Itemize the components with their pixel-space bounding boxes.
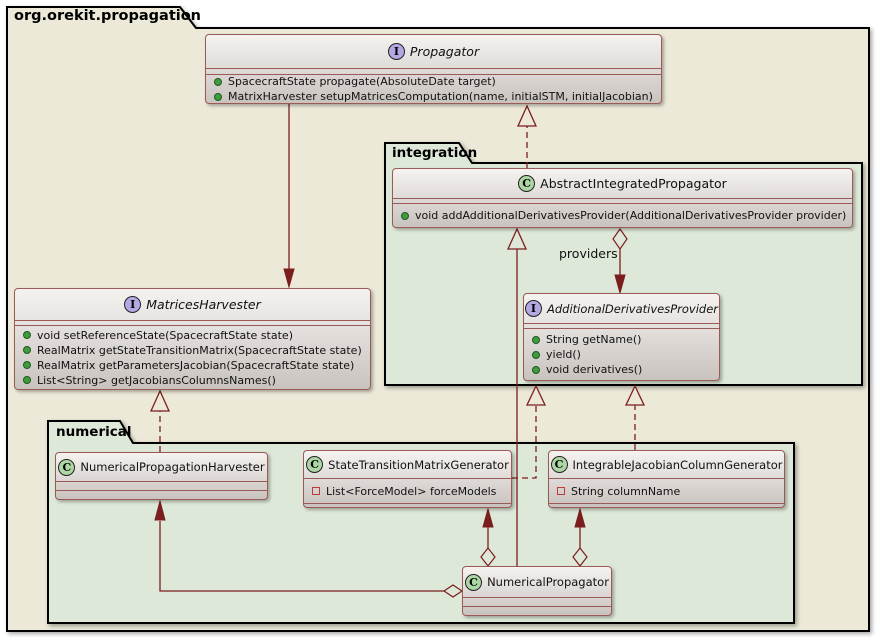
method-text: void addAdditionalDerivativesProvider(Ad… (415, 209, 847, 222)
class-abstract-integrated-propagator: C AbstractIntegratedPropagator void addA… (392, 168, 853, 228)
public-method-icon (532, 350, 540, 359)
class-icon: C (306, 456, 324, 473)
realization-aip-propagator-triangle (516, 104, 538, 127)
methods-compartment-empty (304, 504, 511, 507)
class-icon: C (58, 458, 76, 476)
methods-compartment-empty (56, 491, 267, 499)
aggregation-np-nph-arrow (154, 499, 166, 521)
method-row: yield() (532, 347, 711, 362)
fields-compartment-empty (56, 482, 267, 490)
class-name-numerical-propagation-harvester: NumericalPropagationHarvester (80, 460, 265, 474)
class-integrable-jacobian-column-generator: C IntegrableJacobianColumnGenerator Stri… (548, 450, 785, 508)
package-label-numerical: numerical (56, 424, 132, 440)
method-row: RealMatrix getParametersJacobian(Spacecr… (23, 358, 362, 373)
method-text: RealMatrix getParametersJacobian(Spacecr… (37, 358, 355, 372)
method-text: SpacecraftState propagate(AbsoluteDate t… (228, 75, 496, 88)
public-method-icon (214, 92, 222, 101)
method-row: void derivatives() (532, 362, 711, 377)
method-text: MatrixHarvester setupMatricesComputation… (228, 90, 653, 103)
compartment-divider (549, 503, 784, 504)
class-state-transition-matrix-generator: C StateTransitionMatrixGenerator List<Fo… (303, 450, 512, 508)
class-name-numerical-propagator: NumericalPropagator (487, 575, 609, 589)
realization-stmg-adp-line (512, 405, 537, 479)
realization-stmg-adp-triangle (525, 384, 547, 406)
public-method-icon (23, 361, 31, 369)
class-additional-derivatives-provider: I AdditionalDerivativesProvider String g… (523, 293, 720, 381)
extends-numericalpropagator-aip-triangle (506, 227, 528, 250)
interface-icon: I (124, 296, 142, 313)
field-row: List<ForceModel> forceModels (312, 484, 503, 499)
class-name-matrices-harvester: MatricesHarvester (146, 297, 261, 312)
realization-ijcg-adp-triangle (624, 384, 646, 406)
compartment-divider (206, 74, 661, 75)
class-icon: C (550, 456, 568, 473)
package-label-root: org.orekit.propagation (14, 8, 202, 24)
class-name-state-transition-matrix-generator: StateTransitionMatrixGenerator (328, 457, 509, 472)
method-text: yield() (546, 348, 581, 361)
class-name-integrable-jacobian-column-generator: IntegrableJacobianColumnGenerator (572, 457, 783, 472)
compartment-divider (463, 606, 611, 607)
class-name-additional-derivatives-provider: AdditionalDerivativesProvider (546, 301, 719, 316)
aggregation-aip-adp-arrow (614, 274, 626, 295)
public-method-icon (532, 335, 540, 344)
class-name-propagator: Propagator (409, 44, 480, 59)
compartment-divider (56, 481, 267, 482)
compartment-divider (549, 478, 784, 479)
class-matrices-harvester: I MatricesHarvester void setReferenceSta… (14, 288, 371, 390)
method-row: List<String> getJacobiansColumnsNames() (23, 373, 362, 388)
field-text: List<ForceModel> forceModels (326, 484, 497, 498)
methods-compartment-empty (549, 504, 784, 507)
realization-nph-matricesharvester-triangle (149, 389, 171, 412)
interface-icon: I (387, 43, 405, 60)
public-method-icon (214, 77, 222, 86)
public-method-icon (401, 211, 409, 220)
interface-icon: I (524, 300, 542, 317)
public-method-icon (23, 346, 31, 354)
association-propagator-matricesharvester-arrow (283, 268, 295, 289)
method-row: void setReferenceState(SpacecraftState s… (23, 328, 362, 343)
class-numerical-propagator: C NumericalPropagator (462, 566, 612, 616)
class-propagator: I Propagator SpacecraftState propagate(A… (205, 34, 662, 104)
class-icon: C (465, 573, 483, 591)
edge-label-providers: providers (559, 246, 618, 261)
class-numerical-propagation-harvester: C NumericalPropagationHarvester (55, 452, 268, 500)
method-row: void addAdditionalDerivativesProvider(Ad… (401, 208, 847, 223)
public-method-icon (532, 365, 540, 374)
compartment-divider (393, 203, 852, 204)
compartment-divider (56, 490, 267, 491)
fields-compartment-empty (463, 598, 611, 606)
compartment-divider (524, 328, 719, 329)
package-label-integration: integration (392, 145, 478, 161)
field-row: String columnName (557, 484, 776, 499)
method-text: String getName() (546, 333, 642, 346)
public-method-icon (23, 331, 31, 339)
aggregation-np-ijcg-arrow (574, 507, 586, 528)
method-row: SpacecraftState propagate(AbsoluteDate t… (214, 75, 653, 89)
method-text: void setReferenceState(SpacecraftState s… (37, 328, 293, 342)
methods-compartment-empty (463, 607, 611, 615)
method-text: RealMatrix getStateTransitionMatrix(Spac… (37, 343, 362, 357)
compartment-divider (206, 68, 661, 69)
class-icon: C (518, 175, 536, 192)
method-row: RealMatrix getStateTransitionMatrix(Spac… (23, 343, 362, 358)
compartment-divider (304, 503, 511, 504)
public-method-icon (23, 376, 31, 384)
compartment-divider (463, 597, 611, 598)
method-text: void derivatives() (546, 363, 643, 376)
field-text: String columnName (571, 484, 681, 498)
method-row: String getName() (532, 332, 711, 347)
method-row: MatrixHarvester setupMatricesComputation… (214, 89, 653, 103)
private-field-icon (312, 487, 320, 495)
compartment-divider (15, 320, 370, 321)
compartment-divider (524, 323, 719, 324)
class-name-abstract-integrated-propagator: AbstractIntegratedPropagator (540, 176, 727, 191)
method-text: List<String> getJacobiansColumnsNames() (37, 373, 276, 387)
compartment-divider (304, 478, 511, 479)
aggregation-np-nph-line (159, 521, 444, 592)
compartment-divider (15, 325, 370, 326)
aggregation-np-stmg-arrow (482, 507, 494, 528)
compartment-divider (393, 198, 852, 199)
private-field-icon (557, 487, 565, 495)
